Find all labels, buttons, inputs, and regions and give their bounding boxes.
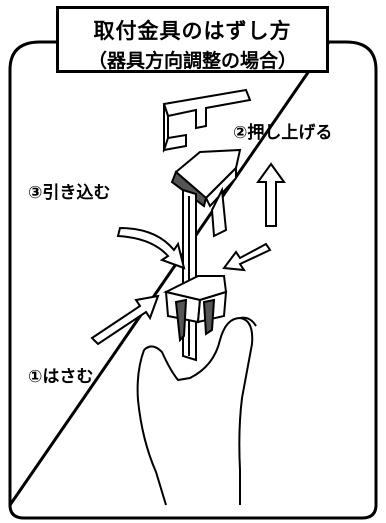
squeeze-arrow-right [222, 242, 272, 272]
pull-in-arrow [116, 226, 186, 270]
push-up-arrow [256, 162, 286, 227]
slide-clip [170, 148, 242, 238]
squeeze-arrow-left [90, 294, 160, 346]
page-subtitle: （器具方向調整の場合） [87, 50, 297, 72]
title-box: 取付金具のはずし方 （器具方向調整の場合） [56, 6, 329, 73]
page-title: 取付金具のはずし方 [93, 19, 292, 43]
step-squeeze-label: ①はさむ [28, 367, 94, 387]
hand-illustration [136, 316, 257, 506]
step-push-up-label: ②押し上げる [233, 123, 333, 143]
bracket-top-plate [162, 88, 252, 153]
step-pull-in-label: ③引き込む [28, 183, 111, 203]
lower-clip [163, 275, 228, 343]
outer-frame [8, 40, 378, 520]
